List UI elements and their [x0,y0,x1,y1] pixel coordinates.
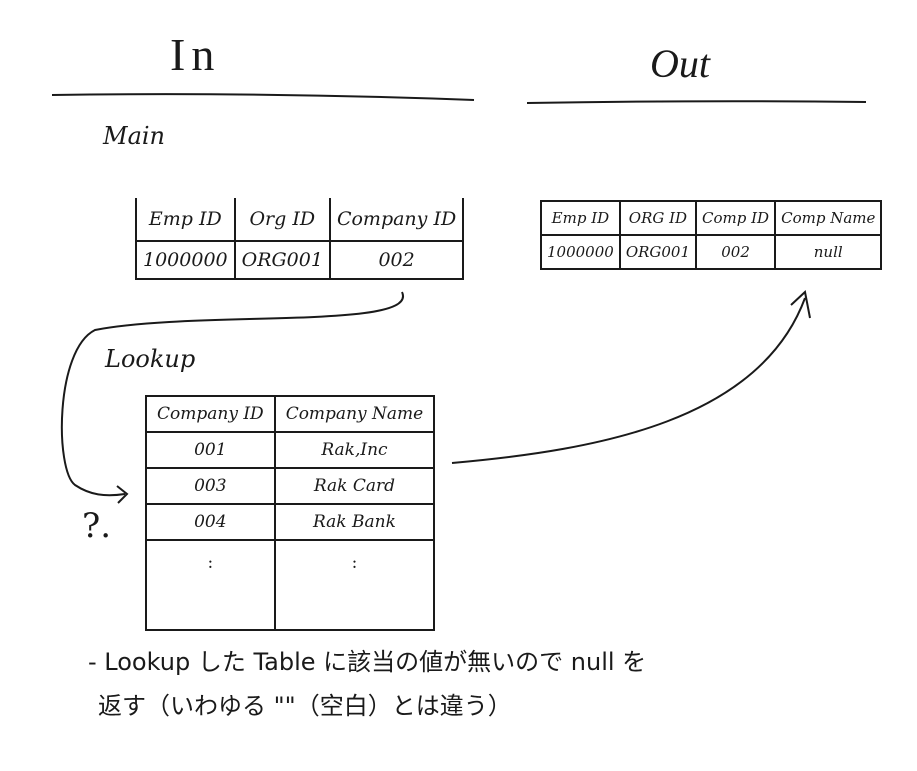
main-label: Main [103,122,166,150]
header-cell: Comp Name [774,200,883,236]
section-heading-in: In [170,29,221,80]
lookup-label: Lookup [105,345,196,373]
table-cell: : [145,540,276,585]
table-cell: ORG001 [618,234,698,270]
table-cell: Rak Bank [273,503,436,541]
table-row: 1000000 ORG001 002 [135,240,465,280]
output-flow-arrow [451,297,806,464]
table-cell: 002 [328,240,465,280]
question-mark: ?. [82,506,112,546]
table-cell: ORG001 [233,240,331,280]
table-header-row: Emp ID Org ID Company ID [135,198,465,242]
lookup-table: Company ID Company Name 001 Rak,Inc 003 … [145,395,436,631]
header-cell: Comp ID [695,200,777,236]
table-row: : : [145,540,436,585]
header-cell: Company ID [328,198,465,242]
table-row: 003 Rak Card [145,467,436,505]
lookup-arrowhead [116,485,129,504]
table-cell: 004 [145,503,276,541]
lookup-flow-arrow [60,291,404,497]
section-heading-out: Out [650,41,710,86]
header-cell: Emp ID [135,198,236,242]
table-row-blank [145,585,436,631]
table-cell: 002 [695,234,777,270]
table-cell [145,585,276,631]
header-cell: Emp ID [540,200,621,236]
table-row: 001 Rak,Inc [145,431,436,469]
table-header-row: Company ID Company Name [145,395,436,433]
in-underline [51,93,475,101]
note-line-1: - Lookup した Table に該当の値が無いので null を [88,648,647,676]
table-cell: null [774,234,883,270]
header-cell: Company Name [273,395,436,433]
out-underline [526,100,867,104]
output-arrowhead [790,290,811,319]
out-table: Emp ID ORG ID Comp ID Comp Name 1000000 … [540,200,883,270]
note-line-2: 返す（いわゆる ""（空白）とは違う） [98,692,512,720]
table-cell [273,585,436,631]
table-row: 004 Rak Bank [145,503,436,541]
note-block: - Lookup した Table に該当の値が無いので null を 返す（い… [88,640,646,728]
main-table: Emp ID Org ID Company ID 1000000 ORG001 … [135,198,465,280]
header-cell: Org ID [233,198,331,242]
table-cell: 1000000 [540,234,621,270]
table-cell: 001 [145,431,276,469]
table-cell: 003 [145,467,276,505]
table-header-row: Emp ID ORG ID Comp ID Comp Name [540,200,883,236]
table-cell: Rak Card [273,467,436,505]
table-row: 1000000 ORG001 002 null [540,234,883,270]
header-cell: ORG ID [618,200,698,236]
table-cell: 1000000 [135,240,236,280]
table-cell: Rak,Inc [273,431,436,469]
header-cell: Company ID [145,395,276,433]
table-cell: : [273,540,436,585]
